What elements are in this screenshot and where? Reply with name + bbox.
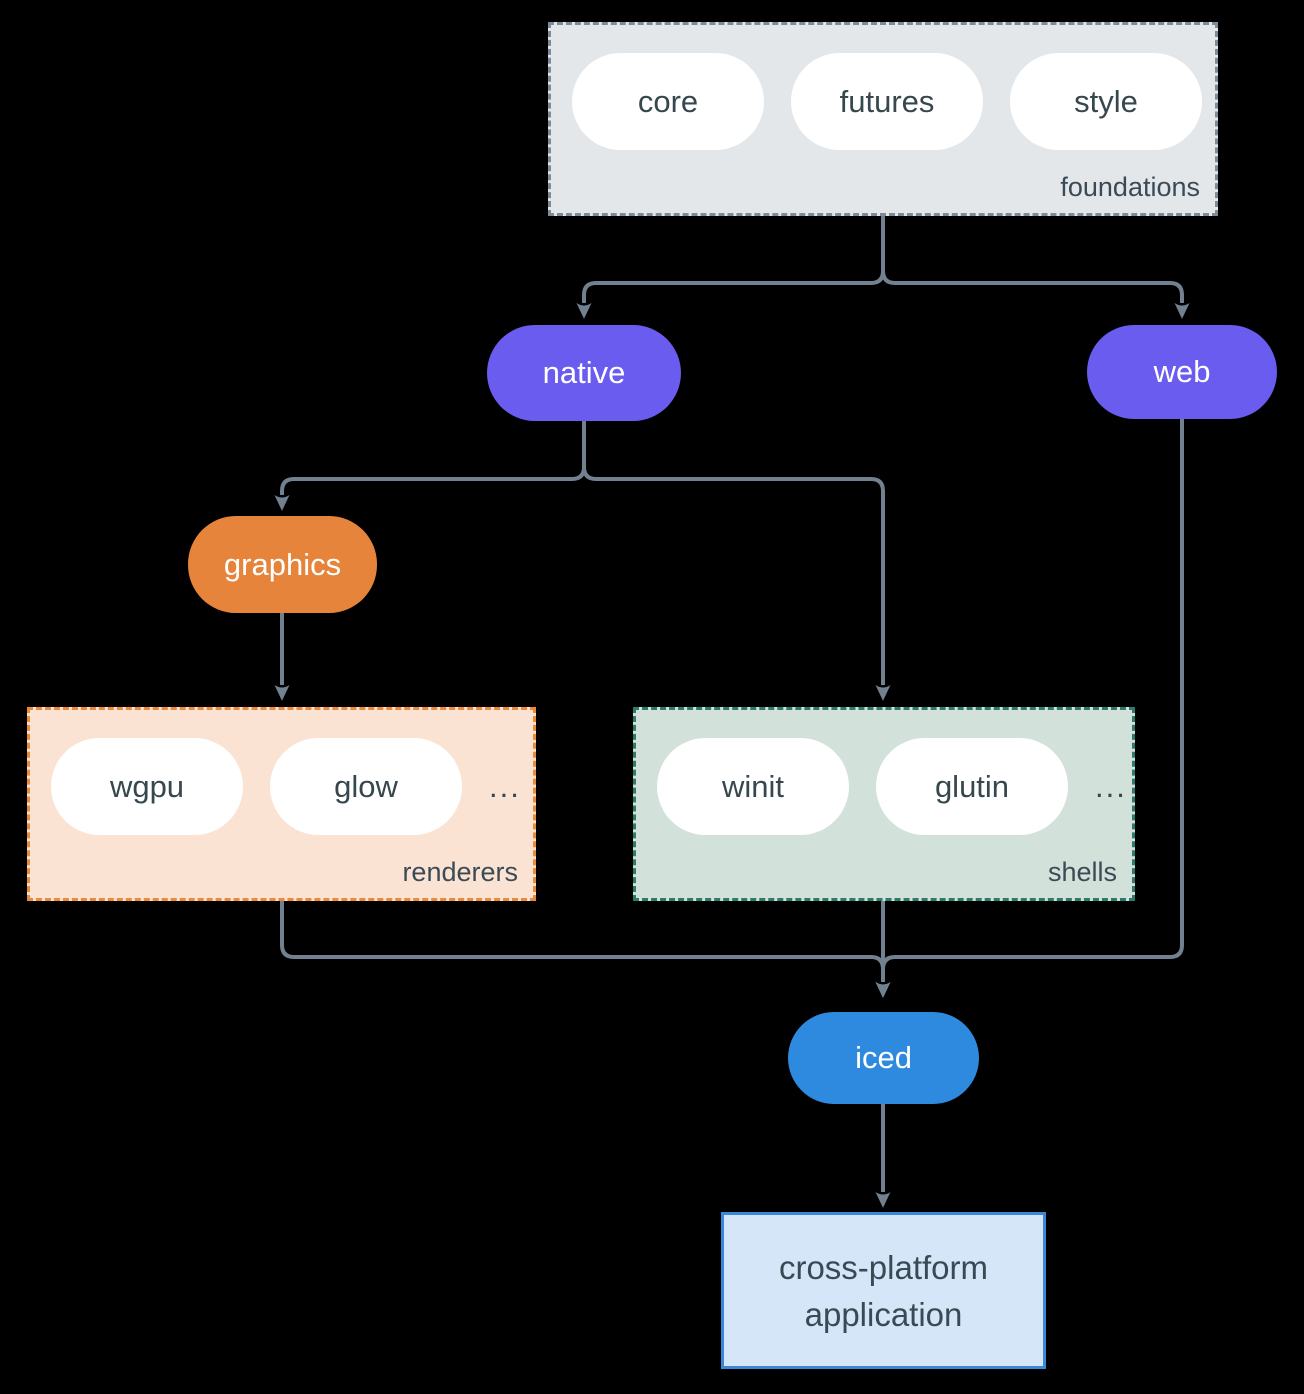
shells-ellipsis: ... [1095,769,1127,804]
node-glutin: glutin [876,738,1068,835]
node-wgpu: wgpu [51,738,243,835]
edge-renderers-to-iced [280,901,891,998]
edge-foundations-to-native [576,216,885,319]
renderers-pill-row: wgpu glow ... [51,738,521,835]
shells-group: winit glutin ... shells [633,707,1135,901]
renderers-ellipsis: ... [489,769,521,804]
edge-native-to-shells [582,421,891,701]
node-graphics: graphics [188,516,377,613]
node-glow: glow [270,738,462,835]
foundations-label: foundations [1060,172,1200,202]
node-futures: futures [791,53,983,150]
edge-foundations-to-web [881,216,1190,319]
node-native: native [487,325,681,421]
renderers-label: renderers [402,857,518,887]
foundations-pill-row: core futures style [572,53,1202,150]
node-style: style [1010,53,1202,150]
node-web: web [1087,325,1277,419]
cross-platform-application-box: cross-platform application [721,1212,1046,1369]
foundations-group: core futures style foundations [548,22,1218,216]
edge-native-to-graphics [274,421,586,511]
node-winit: winit [657,738,849,835]
node-iced: iced [788,1012,979,1104]
shells-label: shells [1047,857,1117,887]
renderers-group: wgpu glow ... renderers [27,707,536,901]
shells-pill-row: winit glutin ... [657,738,1127,835]
node-core: core [572,53,764,150]
